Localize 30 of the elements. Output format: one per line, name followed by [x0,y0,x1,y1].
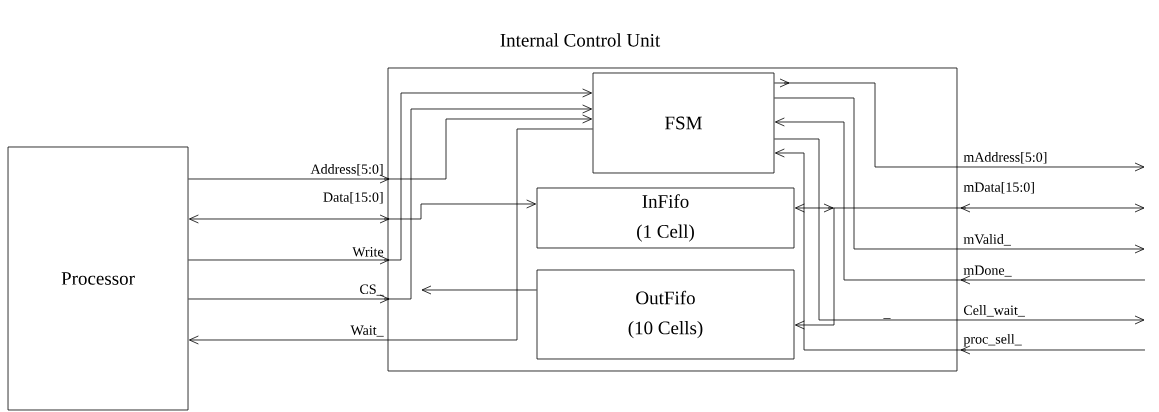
fsm-box: FSM [592,72,775,174]
edge-label: Cell_wait_ [964,305,1025,317]
arrow [188,104,592,304]
arrow [189,199,536,224]
arrow [189,128,593,345]
edge-label: mData[15:0] [963,182,1034,194]
arrow [421,285,537,295]
arrow [188,114,592,184]
block-title: Internal Control Unit [500,33,661,47]
arrow [774,78,1145,172]
arrow [795,207,835,330]
edge-label: mAddress[5:0] [963,152,1047,164]
arrow [795,203,1145,213]
edge-label: proc_sell_ [963,333,1022,347]
signal-label: _ [883,318,891,319]
arrow [774,97,1145,254]
arrow [775,148,1146,355]
edge-label: Address[5:0] [310,164,383,176]
edge-label: Write [352,247,384,257]
edge-label: Data[15:0] [323,192,383,204]
arrow [774,138,1145,325]
edge-label: mDone_ [963,265,1012,277]
fifo-box: OutFifo (10 Cells) [536,269,795,360]
arrow [775,117,1146,285]
edge-label: CS_ [360,284,384,296]
arrow [188,88,592,265]
fifo-box: InFifo (1 Cell) [536,187,795,249]
processor-box: Processor [7,146,189,411]
edge-label: Wait_ [350,325,384,337]
edge-label: mValid_ [963,234,1011,246]
